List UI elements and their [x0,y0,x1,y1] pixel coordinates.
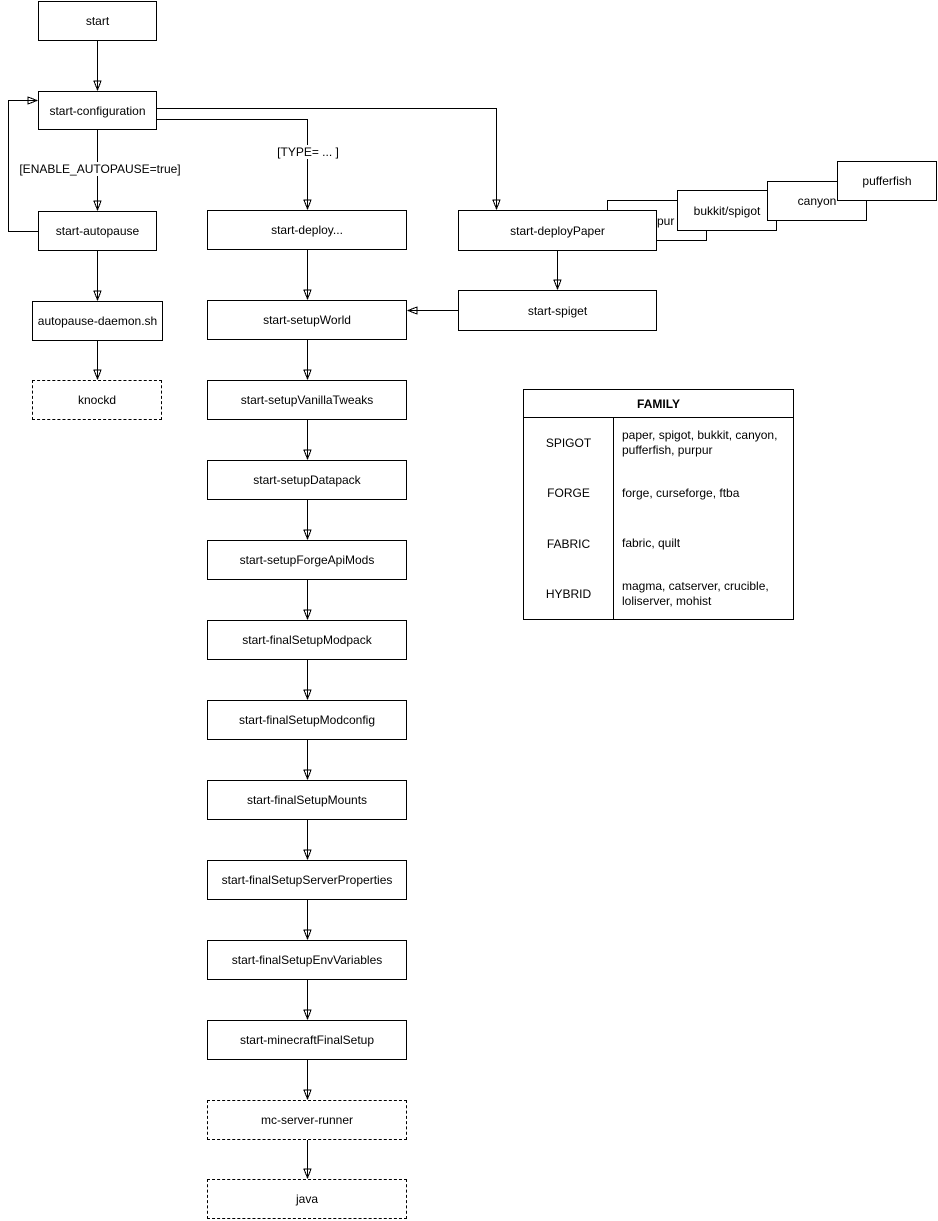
node-start-final-setup-mounts: start-finalSetupMounts [207,780,407,820]
node-start-final-setup-env-variables: start-finalSetupEnvVariables [207,940,407,980]
members-cell-fabric: fabric, quilt [622,536,681,551]
family-cell-fabric: FABRIC [524,518,614,569]
members-cell-hybrid: magma, catserver, crucible, loliserver, … [622,578,769,608]
family-table: FAMILY SPIGOT paper, spigot, bukkit, can… [523,389,794,620]
members-cell-forge: forge, curseforge, ftba [622,485,740,500]
node-start-deploy-paper: start-deployPaper [458,210,657,251]
node-bukkit-spigot: bukkit/spigot [677,190,777,231]
node-start-deploy: start-deploy... [207,210,407,250]
node-start-setup-world: start-setupWorld [207,300,407,340]
node-start-setup-datapack: start-setupDatapack [207,460,407,500]
edge-label-type: [TYPE= ... ] [275,145,341,159]
node-start-final-setup-modpack: start-finalSetupModpack [207,620,407,660]
family-cell-spigot: SPIGOT [524,418,614,469]
node-start-configuration: start-configuration [38,91,157,130]
node-start-final-setup-server-properties: start-finalSetupServerProperties [207,860,407,900]
members-cell-spigot: paper, spigot, bukkit, canyon, pufferfis… [622,428,778,458]
node-start-setup-forge-api-mods: start-setupForgeApiMods [207,540,407,580]
node-start: start [38,1,157,41]
node-java: java [207,1179,407,1219]
node-start-autopause: start-autopause [38,211,157,251]
node-mc-server-runner: mc-server-runner [207,1100,407,1140]
edge-label-enable-autopause: [ENABLE_AUTOPAUSE=true] [17,162,183,176]
node-autopause-daemon: autopause-daemon.sh [32,301,163,341]
node-start-final-setup-modconfig: start-finalSetupModconfig [207,700,407,740]
node-start-spiget: start-spiget [458,290,657,331]
family-table-title: FAMILY [524,390,793,418]
family-cell-hybrid: HYBRID [524,568,614,619]
node-start-setup-vanilla-tweaks: start-setupVanillaTweaks [207,380,407,420]
family-cell-forge: FORGE [524,468,614,519]
node-knockd: knockd [32,380,162,420]
node-start-minecraft-final-setup: start-minecraftFinalSetup [207,1020,407,1060]
node-pufferfish: pufferfish [837,161,937,201]
node-canyon: canyon [767,181,867,221]
